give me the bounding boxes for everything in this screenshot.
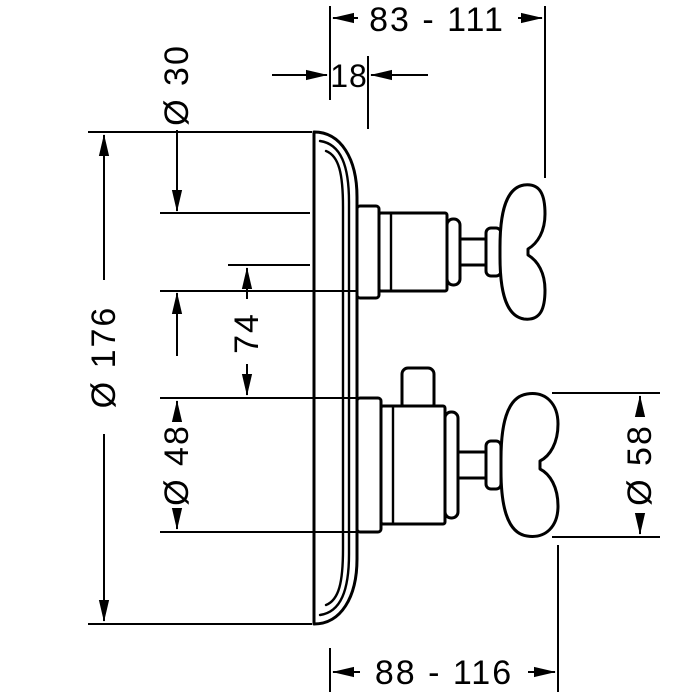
upper-sleeve-body <box>377 211 449 293</box>
lower-shutoff-handle <box>355 366 560 538</box>
dim-label-top-depth: 83 - 111 <box>369 1 505 39</box>
upper-sleeve-flange <box>355 204 381 300</box>
upper-thermostat-handle <box>355 183 547 321</box>
dim-lower-handle-diameter: Ø 58 <box>552 392 660 538</box>
lower-sleeve-cap <box>443 410 460 520</box>
dim-escutcheon-diameter: Ø 176 <box>85 131 312 625</box>
dim-handle-axis-distance: 74 <box>228 264 310 396</box>
dim-top-depth: 83 - 111 <box>329 1 546 178</box>
lower-cross-handle <box>499 392 560 538</box>
dim-escutcheon-depth: 18 <box>272 56 428 129</box>
escutcheon-plate <box>312 130 359 626</box>
dim-label-escutcheon-diameter: Ø 176 <box>85 306 123 409</box>
plate-outline <box>312 130 359 626</box>
dim-upper-sleeve-diameter: Ø 30 <box>158 44 356 356</box>
lower-sleeve-body <box>379 404 447 526</box>
dim-label-lower-handle-diameter: Ø 58 <box>621 424 659 506</box>
dim-label-bottom-depth: 88 - 116 <box>375 654 513 692</box>
plate-contour-inner <box>324 149 345 607</box>
dim-bottom-depth: 88 - 116 <box>329 545 559 692</box>
upper-sleeve-cap <box>445 217 462 287</box>
plate-contour-middle <box>318 139 351 617</box>
dim-label-escutcheon-depth: 18 <box>330 58 368 94</box>
lower-handle-stem <box>456 450 488 480</box>
dim-label-handle-axis-distance: 74 <box>228 312 266 354</box>
upper-cross-handle <box>498 183 547 321</box>
dim-label-lower-sleeve-diameter: Ø 48 <box>158 424 196 506</box>
upper-handle-stem <box>458 237 488 267</box>
dim-lower-sleeve-diameter: Ø 48 <box>158 397 356 533</box>
lower-sleeve-flange <box>355 396 383 534</box>
lower-diverter-knob <box>400 366 436 412</box>
dim-label-upper-sleeve-diameter: Ø 30 <box>158 44 196 126</box>
lower-handle-collar <box>484 439 503 491</box>
